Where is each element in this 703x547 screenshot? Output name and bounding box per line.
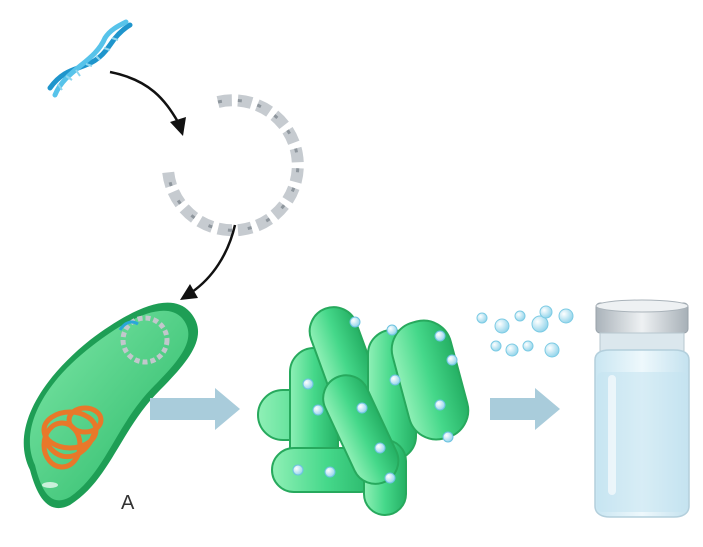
plasmid-icon — [162, 94, 304, 237]
arrow-bacterium-to-colony — [150, 388, 240, 430]
dna-fragment-icon — [47, 19, 133, 98]
bacterium-label: A — [121, 492, 135, 514]
bacteria-colony-icon — [257, 306, 470, 516]
recombinant-bacterium-icon — [23, 302, 199, 509]
medicine-vial-icon — [594, 299, 690, 518]
arrow-dna-to-plasmid — [109, 70, 186, 136]
arrow-plasmid-to-bacterium — [180, 224, 237, 300]
arrow-colony-to-vial — [490, 388, 560, 430]
protein-bubbles-icon — [476, 305, 574, 358]
chromosome-icon — [41, 405, 104, 470]
